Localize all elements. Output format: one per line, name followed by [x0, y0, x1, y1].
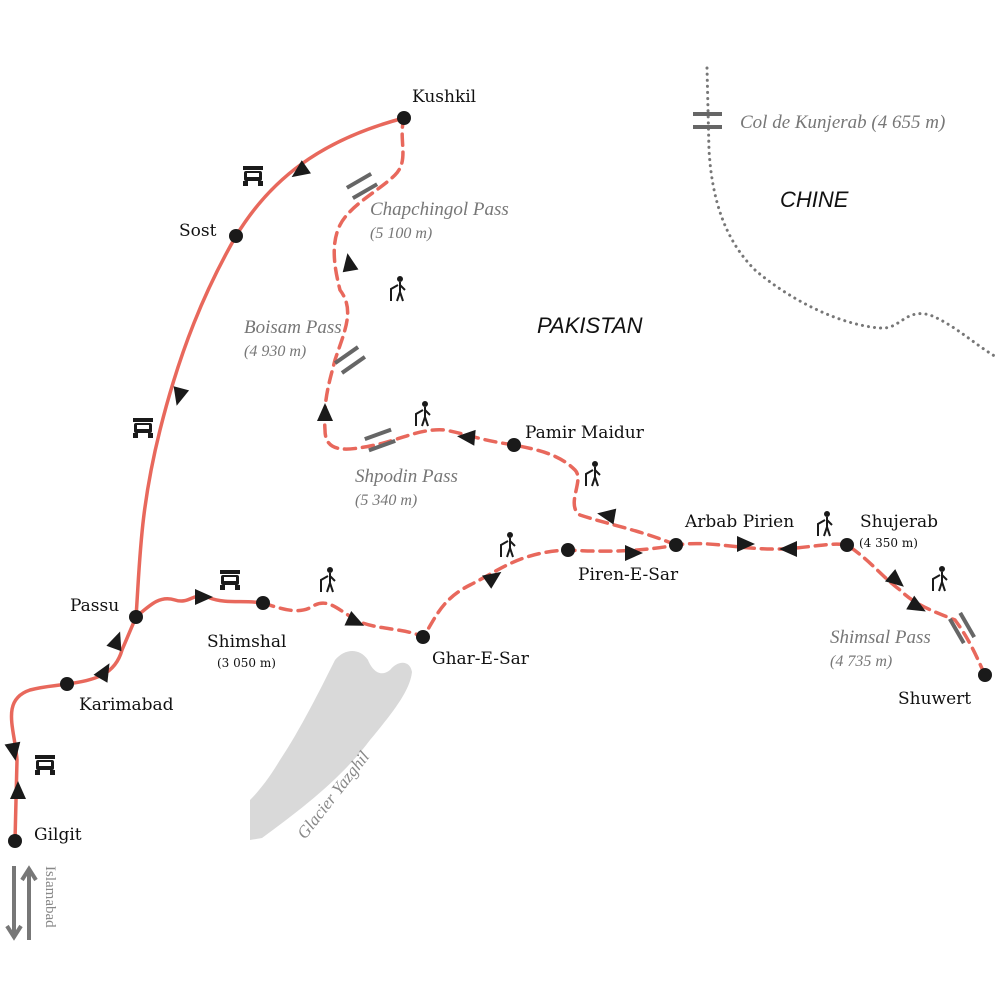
kunjerab-pass-label: Col de Kunjerab (4 655 m) [740, 112, 945, 133]
ghar-e-sar-dot [416, 630, 430, 644]
chapchingol-pass-label: Chapchingol Pass [370, 199, 509, 220]
arrow-icon [482, 571, 502, 589]
arrow-icon [173, 386, 190, 406]
place-dots [8, 111, 992, 848]
hiker-icon [817, 511, 833, 537]
chapchingol-pass-marker [345, 172, 379, 200]
kushkil-dot [397, 111, 411, 125]
trek-route-south [261, 541, 987, 677]
ghar-e-sar-label: Ghar-E-Sar [432, 649, 530, 669]
arrow-icon [4, 741, 21, 761]
shimsal-pass-altitude: (4 735 m) [830, 653, 892, 670]
arrow-icon [457, 429, 476, 446]
shuwert-label: Shuwert [898, 689, 971, 709]
boisam-pass-label: Boisam Pass [244, 317, 342, 338]
hiker-icon [585, 461, 601, 487]
road-passu-shimshal [134, 593, 265, 619]
shuwert-dot [978, 668, 992, 682]
jeep-icon [35, 755, 55, 775]
pamir-maidur-dot [507, 438, 521, 452]
gilgit-dot [8, 834, 22, 848]
shimsal-pass-marker [948, 611, 976, 645]
arrow-icon [884, 569, 904, 587]
pamir-maidur-label: Pamir Maidur [525, 423, 645, 443]
trek-route-north [322, 116, 678, 547]
shujerab-altitude: (4 350 m) [859, 536, 918, 550]
gilgit-label: Gilgit [34, 825, 82, 845]
boisam-pass-altitude: (4 930 m) [244, 343, 306, 360]
sost-label: Sost [179, 221, 217, 241]
jeep-icon [220, 570, 240, 590]
shimshal-dot [256, 596, 270, 610]
passu-label: Passu [70, 596, 119, 616]
arrow-icon [342, 253, 359, 273]
shimsal-pass-label: Shimsal Pass [830, 627, 931, 648]
arrow-icon [93, 663, 110, 683]
hiker-icon [415, 401, 431, 427]
arbab-pirien-dot [669, 538, 683, 552]
shpodin-pass-marker [364, 427, 396, 453]
china-pakistan-border [705, 66, 1000, 360]
shujerab-dot [840, 538, 854, 552]
arrow-icon [597, 508, 617, 525]
hiker-icon [390, 276, 406, 302]
hiker-icon [932, 566, 948, 592]
china-label: CHINE [780, 187, 849, 212]
hiker-icon [500, 532, 516, 558]
arrow-icon [10, 781, 26, 799]
passu-dot [129, 610, 143, 624]
hiker-icons [320, 276, 948, 593]
arrow-icon [344, 610, 365, 626]
karimabad-label: Karimabad [79, 695, 174, 715]
shujerab-label: Shujerab [860, 512, 938, 532]
road-route [9, 116, 406, 843]
piren-e-sar-dot [561, 543, 575, 557]
sost-dot [229, 229, 243, 243]
islamabad-label: Islamabad [42, 866, 58, 928]
chapchingol-pass-altitude: (5 100 m) [370, 225, 432, 242]
arbab-pirien-label: Arbab Pirien [684, 512, 794, 532]
jeep-icon [243, 166, 263, 186]
arrow-icon [195, 589, 213, 605]
shpodin-pass-label: Shpodin Pass [355, 466, 458, 487]
karimabad-dot [60, 677, 74, 691]
shimshal-label: Shimshal [207, 632, 286, 652]
pakistan-label: PAKISTAN [537, 313, 643, 338]
jeep-icons [35, 166, 263, 775]
shpodin-pass-altitude: (5 340 m) [355, 492, 417, 509]
arrow-icon [317, 403, 333, 421]
glacier-shape [250, 651, 412, 840]
arrow-icon [625, 545, 643, 561]
kushkil-label: Kushkil [412, 87, 476, 107]
arrow-icon [737, 536, 755, 552]
arrow-icon [779, 541, 797, 557]
arrow-icon [291, 160, 311, 178]
direction-arrows [4, 160, 926, 799]
kunjerab-pass-marker [693, 112, 722, 129]
jeep-icon [133, 418, 153, 438]
hiker-icon [320, 567, 336, 593]
boisam-pass-marker [333, 345, 367, 375]
arrow-icon [106, 631, 122, 652]
piren-e-sar-label: Piren-E-Sar [578, 565, 679, 585]
shimshal-altitude: (3 050 m) [217, 656, 276, 670]
arrow-icon [906, 595, 926, 612]
islamabad-arrows-icon [5, 865, 38, 941]
